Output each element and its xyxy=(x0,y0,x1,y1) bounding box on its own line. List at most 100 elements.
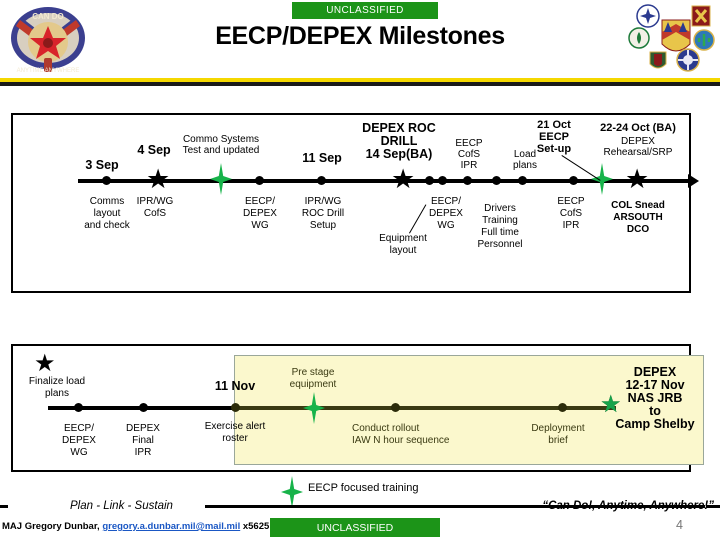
label-comms-line2: layout xyxy=(93,208,121,219)
label-21oct-line2: EECP xyxy=(539,131,569,143)
label-eecp-cofs-ipr-1-line2: CofS xyxy=(457,149,481,160)
label-bottom-eecp-depex-wg-line3: WG xyxy=(70,447,88,458)
label-comms-line1: Comms xyxy=(89,196,125,207)
label-equipment-layout-line2: layout xyxy=(389,245,417,256)
milestone-dot-eecp-cofs-ipr-1[interactable] xyxy=(463,176,472,185)
label-conduct-rollout-line2: IAW N hour sequence xyxy=(352,435,450,446)
classification-banner-top: UNCLASSIFIED xyxy=(292,2,438,19)
milestone-dot-eecp-depex-wg-2[interactable] xyxy=(438,176,447,185)
label-prestage-line1: Pre stage xyxy=(291,367,335,378)
classification-banner-bottom: UNCLASSIFIED xyxy=(270,518,440,537)
label-drivers-line1: Drivers xyxy=(484,203,516,214)
label-depex-block-line3: NAS JRB xyxy=(627,391,683,405)
label-deployment-brief-line2: brief xyxy=(548,435,568,446)
label-date-4sep: 4 Sep xyxy=(137,143,171,157)
label-depex-block-line4: to xyxy=(649,404,661,418)
label-22-24oct-line1: 22-24 Oct (BA) xyxy=(600,122,676,134)
eecp-focused-training-burst-prestage[interactable] xyxy=(303,392,325,424)
label-iprwg-roc-line3: Setup xyxy=(309,220,337,231)
eecp-focused-training-burst-setup[interactable] xyxy=(591,163,613,195)
milestone-star-depex-final[interactable]: ★ xyxy=(600,391,622,418)
milestone-dot-exercise-alert-roster[interactable] xyxy=(231,403,240,412)
label-depex-block-line1: DEPEX xyxy=(633,365,677,379)
label-iprwg-cofs-line1: IPR/WG xyxy=(136,196,174,207)
milestone-dot-depex-final-ipr[interactable] xyxy=(139,403,148,412)
label-exercise-alert-line2: roster xyxy=(222,433,248,444)
label-21oct-line1: 21 Oct xyxy=(537,119,571,131)
label-finalize-line1: Finalize load xyxy=(28,376,86,387)
poc-email-link[interactable]: gregory.a.dunbar.mil@mail.mil xyxy=(102,521,241,532)
label-date-3sep: 3 Sep xyxy=(85,158,119,172)
header-divider-yellow xyxy=(0,78,720,82)
label-bottom-eecp-depex-wg-line2: DEPEX xyxy=(62,435,96,446)
label-load-plans-line1: Load xyxy=(513,149,537,160)
label-22-24oct-line3: Rehearsal/SRP xyxy=(603,147,673,158)
label-eecp-depex-wg-1-line3: WG xyxy=(251,220,269,231)
top-timeline-panel xyxy=(11,113,691,293)
label-drivers-line2: Training xyxy=(482,215,518,226)
milestone-star-22-24oct[interactable]: ★ xyxy=(625,164,650,194)
label-iprwg-roc-line1: IPR/WG xyxy=(304,196,342,207)
svg-text:ANYTIME ANYWHERE: ANYTIME ANYWHERE xyxy=(17,68,80,74)
milestone-dot-3sep[interactable] xyxy=(102,176,111,185)
label-eecp-depex-wg-1-line2: DEPEX xyxy=(243,208,277,219)
label-iprwg-roc-line2: ROC Drill xyxy=(301,208,345,219)
label-22-24oct-line2: DEPEX xyxy=(621,136,655,147)
label-drivers-line4: Personnel xyxy=(477,239,523,250)
top-timeline-axis xyxy=(78,179,690,183)
milestone-dot-conduct-rollout[interactable] xyxy=(391,403,400,412)
label-conduct-rollout-line1: Conduct rollout xyxy=(352,423,420,434)
milestone-dot-drivers-training[interactable] xyxy=(492,176,501,185)
label-iprwg-cofs-line2: CofS xyxy=(143,208,167,219)
poc-name: MAJ Gregory Dunbar, xyxy=(2,521,100,532)
label-comms-line3: and check xyxy=(84,220,130,231)
label-eecp-depex-wg-1-line1: EECP/ xyxy=(244,196,275,207)
label-depex-roc-line3: 14 Sep(BA) xyxy=(365,147,433,161)
milestone-dot-eecp-cofs-ipr-2[interactable] xyxy=(569,176,578,185)
label-exercise-alert-line1: Exercise alert xyxy=(204,421,266,432)
page-title: EECP/DEPEX Milestones xyxy=(215,22,505,50)
label-depex-final-ipr-line2: Final xyxy=(132,435,154,446)
milestone-dot-load-plans[interactable] xyxy=(518,176,527,185)
point-of-contact: MAJ Gregory Dunbar, gregory.a.dunbar.mil… xyxy=(2,521,269,532)
label-eecp-cofs-ipr-2-line1: EECP xyxy=(557,196,585,207)
label-depex-roc-line2: DRILL xyxy=(380,134,418,148)
poc-extension: x5625 xyxy=(242,521,270,532)
label-equipment-layout-line1: Equipment xyxy=(379,233,427,244)
unit-insignia-cluster xyxy=(628,2,716,76)
label-date-11nov: 11 Nov xyxy=(214,379,256,393)
label-col-snead-line3: DCO xyxy=(626,224,650,235)
label-commo-line2: Test and updated xyxy=(182,145,260,156)
label-bottom-eecp-depex-wg-line1: EECP/ xyxy=(63,423,94,434)
milestone-dot-deployment-brief[interactable] xyxy=(558,403,567,412)
legend-burst-icon xyxy=(281,476,303,508)
milestone-dot-equipment-layout[interactable] xyxy=(425,176,434,185)
eecp-focused-training-burst-commo[interactable] xyxy=(210,163,232,195)
label-depex-final-ipr-line3: IPR xyxy=(134,447,152,458)
label-load-plans-line2: plans xyxy=(513,160,537,171)
milestone-dot-eecp-depex-wg-bottom[interactable] xyxy=(74,403,83,412)
footer-rule-left xyxy=(0,505,8,508)
label-date-11sep: 11 Sep xyxy=(302,151,342,165)
top-timeline-arrowhead xyxy=(688,174,699,188)
label-eecp-cofs-ipr-2-line2: CofS xyxy=(559,208,583,219)
label-prestage-line2: equipment xyxy=(289,379,337,390)
can-do-anytime-anywhere-crest: CAN DO ANYTIME ANYWHERE xyxy=(4,2,92,76)
footer-rule-right xyxy=(706,505,720,508)
page-number: 4 xyxy=(676,518,683,532)
milestone-dot-eecp-depex-wg-1[interactable] xyxy=(255,176,264,185)
label-21oct-line3: Set-up xyxy=(536,143,572,155)
label-eecp-cofs-ipr-1-line3: IPR xyxy=(460,160,478,171)
label-finalize-line2: plans xyxy=(45,388,69,399)
milestone-star-4sep[interactable]: ★ xyxy=(146,164,171,194)
label-eecp-depex-wg-2-line1: EECP/ xyxy=(430,196,461,207)
milestone-star-finalize-load-plans[interactable]: ★ xyxy=(34,350,56,377)
label-col-snead-line2: ARSOUTH xyxy=(613,212,663,223)
label-depex-roc-line1: DEPEX ROC xyxy=(362,121,436,135)
milestone-star-depex-roc-drill[interactable]: ★ xyxy=(391,164,416,194)
header-divider-black xyxy=(0,82,720,86)
label-depex-block-line5: Camp Shelby xyxy=(615,417,695,431)
bottom-timeline-axis-right xyxy=(234,406,616,410)
motto-right: “Can Do!, Anytime, Anywhere!” xyxy=(542,500,714,512)
milestone-dot-11sep[interactable] xyxy=(317,176,326,185)
